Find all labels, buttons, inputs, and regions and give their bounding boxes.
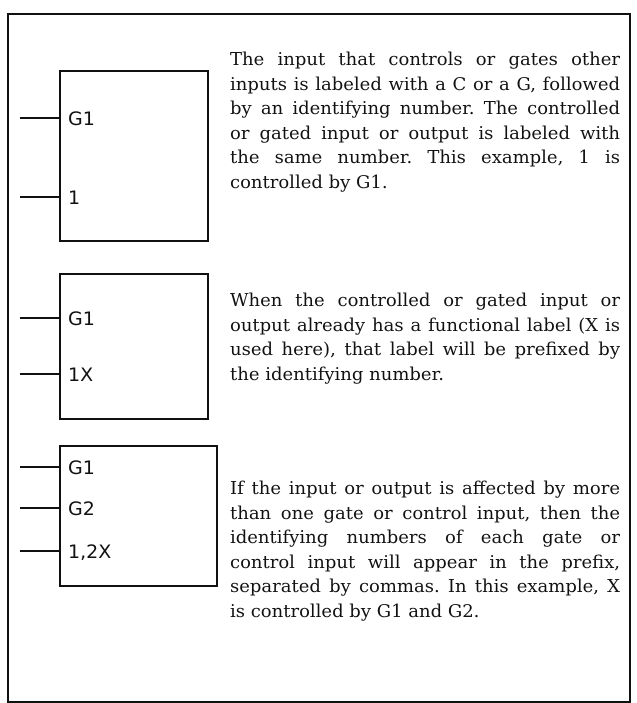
description-example-3: If the input or output is affected by mo…: [230, 478, 620, 622]
description-example-2: When the controlled or gated input or ou…: [230, 290, 620, 385]
description-example-1: The input that controls or gates other i…: [230, 49, 620, 193]
